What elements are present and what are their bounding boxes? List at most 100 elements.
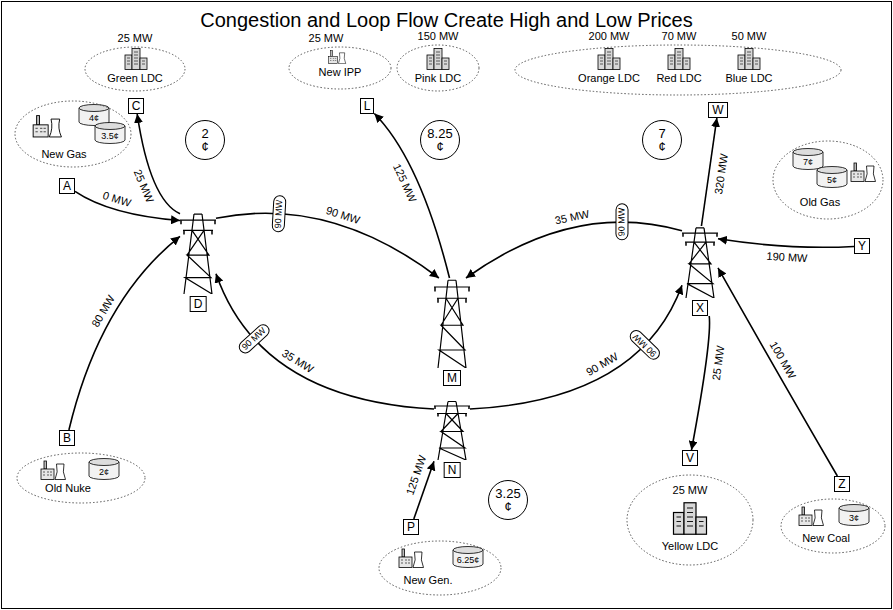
plant-icons [33, 51, 875, 568]
bus-letter: B [63, 431, 71, 445]
substation-hub: X [682, 226, 718, 316]
substation-hub: M [434, 278, 470, 386]
node-text: 6.25¢ [457, 554, 480, 567]
plant-icon [33, 116, 61, 137]
bus-box: A [59, 178, 75, 194]
dashed-ellipse [780, 498, 886, 554]
service-area: 25 MW New IPP [288, 32, 392, 90]
power-line [216, 213, 439, 278]
coin-icon [453, 547, 483, 568]
flow-label: 320 MW [712, 151, 730, 197]
node-text: 25 MW [309, 32, 344, 45]
bus-letter: X [692, 300, 708, 316]
coin-icon [793, 149, 823, 170]
tower-icon [434, 402, 470, 461]
node-text: New IPP [319, 66, 362, 79]
dashed-ellipse [396, 44, 480, 92]
service-area: 6.25¢ New Gen. [378, 540, 502, 596]
dashed-ellipse [514, 44, 842, 96]
price-circle: 3.25 ¢ [488, 480, 528, 520]
tower-icon [682, 228, 718, 298]
flow-label: 35 MW [279, 346, 318, 377]
flow-label: 25 MW [131, 166, 157, 206]
load-icons [125, 49, 760, 535]
price-text: 3.25 ¢ [495, 487, 520, 513]
node-text: 50 MW [732, 30, 767, 43]
node-text: 7¢ [803, 156, 813, 169]
dashed-ellipse [84, 46, 186, 92]
node-text: New Coal [802, 532, 850, 545]
bus-letter: M [443, 370, 461, 386]
building-icon [598, 49, 620, 70]
bus-letter: Y [858, 239, 866, 253]
plant-icon [851, 163, 876, 182]
power-line [718, 239, 854, 248]
plant-icon [41, 461, 66, 480]
tower-icon [434, 280, 470, 368]
plant-icon [799, 507, 824, 526]
coin-icon [817, 167, 847, 188]
service-area: 25 MWYellow LDC [626, 474, 754, 566]
flow-label: 90 MW [583, 349, 623, 379]
node-text: New Gen. [404, 574, 453, 587]
power-line [470, 285, 682, 409]
flow-label: 25 MW [710, 343, 727, 383]
node-text: Orange LDC [578, 72, 640, 85]
node-text: Red LDC [656, 72, 701, 85]
node-text: Old Nuke [45, 482, 91, 495]
flow-label: 0 MW [99, 189, 134, 210]
node-text: New Gas [41, 148, 86, 161]
node-text: Blue LDC [725, 72, 772, 85]
coin-icons [79, 105, 869, 568]
node-text: 25 MW [673, 484, 708, 497]
price-circle: 2 ¢ [185, 120, 225, 160]
flowgate-limit: 90 MW [628, 327, 663, 362]
price-text: 7 ¢ [658, 127, 665, 153]
flow-label: 125 MW [390, 160, 420, 206]
flowgate-limit: 90 MW [272, 195, 287, 232]
bus-letter: L [364, 99, 371, 113]
coin-icon [89, 459, 119, 480]
bus-box: P [403, 519, 419, 535]
power-line [466, 222, 682, 278]
power-line [216, 274, 434, 409]
dashed-ellipse [378, 540, 502, 596]
price-circle: 8.25 ¢ [420, 120, 460, 160]
bus-letter: Z [838, 477, 845, 491]
bus-box: L [360, 98, 375, 114]
node-text: 150 MW [418, 30, 459, 43]
node-text: 4¢ [89, 112, 99, 125]
service-area: 25 MWGreen LDC [84, 32, 186, 92]
flow-label: 125 MW [403, 452, 429, 498]
bus-letter: D [190, 296, 207, 312]
building-icon [738, 49, 760, 70]
service-area: 3¢New Coal [780, 498, 886, 554]
plant-icon [329, 51, 346, 64]
service-area: 150 MWPink LDC [396, 30, 480, 94]
bus-letter: V [686, 451, 694, 465]
flow-label: 90 MW [323, 204, 364, 227]
bus-letter: A [63, 179, 71, 193]
bus-letter: N [444, 462, 461, 478]
service-area: 200 MW70 MW50 MWOrange LDCRed LDCBlue LD… [514, 30, 842, 96]
flow-label: 80 MW [88, 291, 118, 331]
node-text: 70 MW [662, 30, 697, 43]
flowgate-limit: 90 MW [615, 204, 628, 241]
node-text: 3.5¢ [101, 130, 119, 143]
bus-box: Y [854, 238, 870, 254]
service-area: 7¢5¢Old Gas [772, 140, 884, 220]
flowgate-limit: 90 MW [236, 322, 272, 356]
substation-hub: N [434, 400, 470, 478]
flow-label: 190 MW [765, 250, 811, 264]
bus-letter: W [712, 103, 723, 117]
node-text: 25 MW [118, 32, 153, 45]
price-text: 2 ¢ [201, 127, 208, 153]
tower-icon [180, 214, 216, 294]
bus-box: B [59, 430, 75, 446]
coin-icon [95, 123, 125, 144]
price-circle: 7 ¢ [642, 120, 682, 160]
power-line [691, 316, 709, 450]
